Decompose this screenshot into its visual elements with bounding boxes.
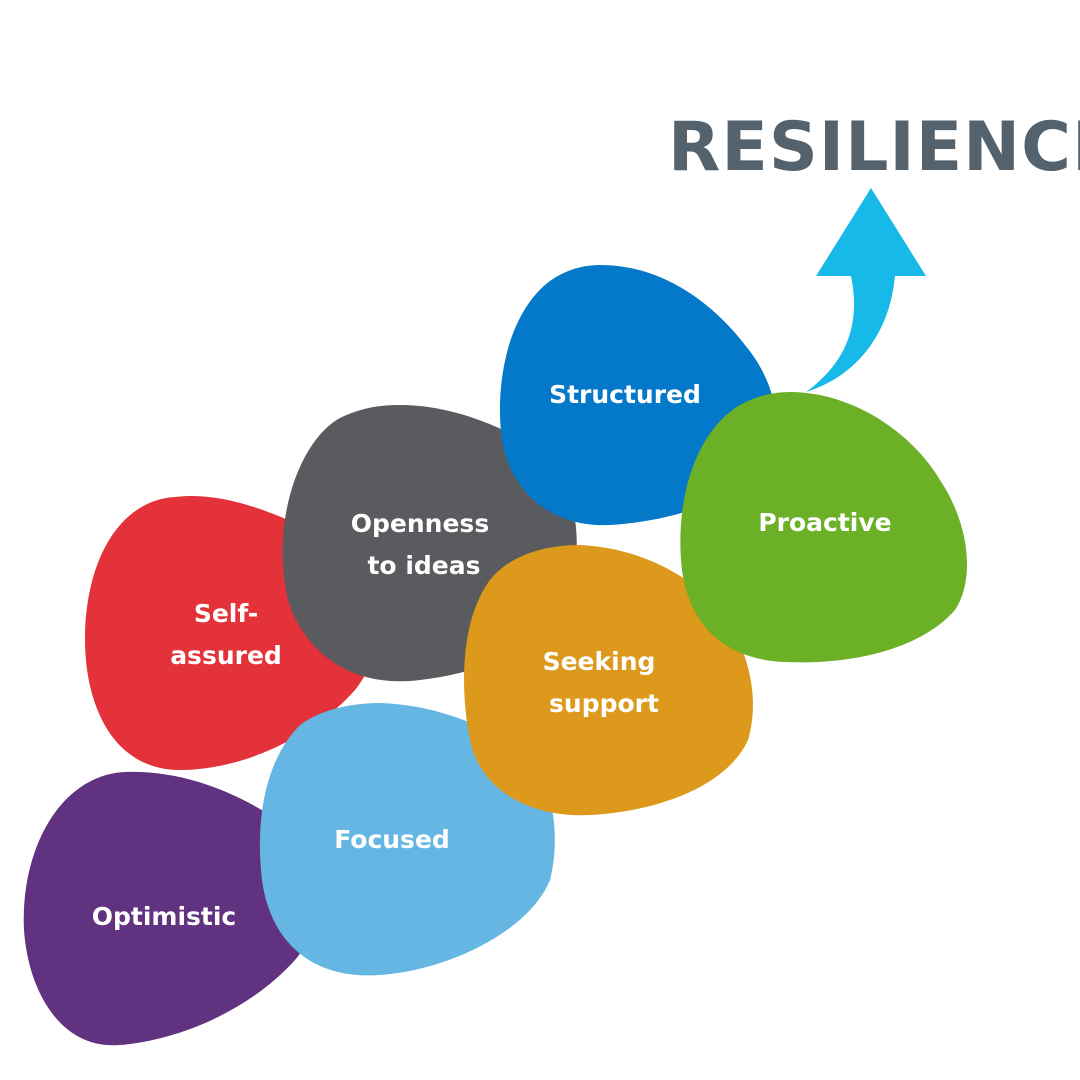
trait-label: Seeking support <box>543 647 659 718</box>
trait-label-line: support <box>549 689 659 718</box>
trait-blob-proactive: Proactive <box>680 392 967 663</box>
trait-blob-focused: Focused <box>259 703 555 976</box>
trait-label-line: Structured <box>549 380 701 409</box>
trait-label-line: Focused <box>334 825 450 854</box>
trait-blob-shape <box>23 771 316 1046</box>
trait-label-line: to ideas <box>367 551 480 580</box>
trait-label-line: Openness <box>351 509 489 538</box>
trait-blob-shape <box>259 703 555 976</box>
trait-label-line: Self- <box>194 599 258 628</box>
trait-label: Proactive <box>758 508 891 537</box>
trait-blob-shape <box>680 392 967 663</box>
trait-label-line: Proactive <box>758 508 891 537</box>
trait-label: Structured <box>549 380 701 409</box>
trait-label-line: assured <box>170 641 282 670</box>
trait-blob-optimistic: Optimistic <box>23 771 316 1046</box>
trait-label-line: Seeking <box>543 647 656 676</box>
trait-label: Focused <box>334 825 450 854</box>
trait-label-line: Optimistic <box>92 902 237 931</box>
diagram-title: RESILIENCE <box>668 108 1080 187</box>
trait-blob-seeking-support: Seeking support <box>464 545 753 816</box>
trait-label: Optimistic <box>92 902 237 931</box>
trait-label: Self-assured <box>170 599 282 670</box>
trait-label: Openness to ideas <box>351 509 489 580</box>
trait-blob-shape <box>464 545 753 816</box>
curved-arrow-up-icon <box>806 188 926 392</box>
